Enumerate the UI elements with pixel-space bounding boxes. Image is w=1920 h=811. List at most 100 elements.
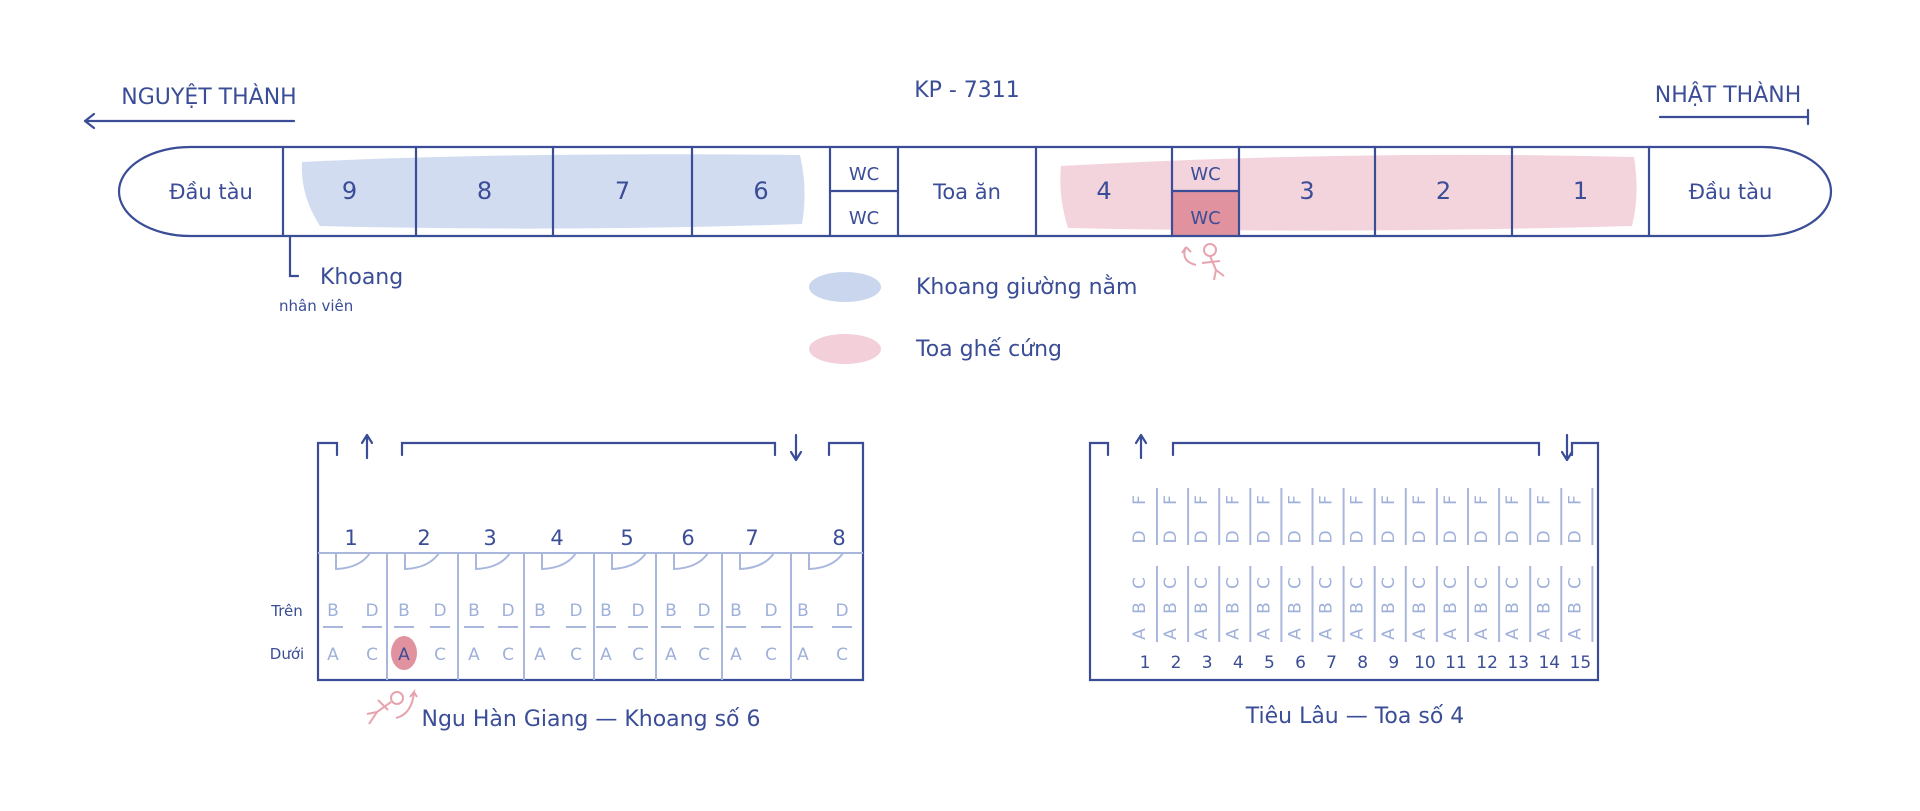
seat-B[interactable]: B bbox=[1254, 602, 1274, 614]
seat-A[interactable]: A bbox=[1286, 628, 1306, 640]
seat-D[interactable]: D bbox=[1565, 530, 1585, 543]
berth-upper-B: B bbox=[327, 601, 339, 621]
seat-A[interactable]: A bbox=[1379, 628, 1399, 640]
seat-A[interactable]: A bbox=[1254, 628, 1274, 640]
seat-D[interactable]: D bbox=[1286, 530, 1306, 543]
seat-D[interactable]: D bbox=[1348, 530, 1368, 543]
seat-B[interactable]: B bbox=[1410, 602, 1430, 614]
seat-B[interactable]: B bbox=[1565, 602, 1585, 614]
seat-F[interactable]: F bbox=[1441, 495, 1461, 505]
seat-F[interactable]: F bbox=[1503, 495, 1523, 505]
seat-D[interactable]: D bbox=[1503, 530, 1523, 543]
seat-A[interactable]: A bbox=[1317, 628, 1337, 640]
berth-lower-A[interactable]: A bbox=[600, 645, 612, 665]
seat-F[interactable]: F bbox=[1286, 495, 1306, 505]
seat-B[interactable]: B bbox=[1379, 602, 1399, 614]
seat-C[interactable]: C bbox=[1379, 577, 1399, 589]
seat-F[interactable]: F bbox=[1223, 495, 1243, 505]
berth-lower-A[interactable]: A bbox=[327, 645, 339, 665]
seat-C[interactable]: C bbox=[1534, 577, 1554, 589]
seat-C[interactable]: C bbox=[1130, 577, 1150, 589]
seat-C[interactable]: C bbox=[1317, 577, 1337, 589]
seat-A[interactable]: A bbox=[1441, 628, 1461, 640]
door-icon bbox=[673, 552, 709, 571]
compartment-number: 7 bbox=[745, 526, 758, 550]
seat-D[interactable]: D bbox=[1254, 530, 1274, 543]
car-hard_seat-label: 4 bbox=[1096, 177, 1111, 205]
seat-F[interactable]: F bbox=[1161, 495, 1181, 505]
seat-B[interactable]: B bbox=[1130, 602, 1150, 614]
berth-lower-A[interactable]: A bbox=[398, 645, 410, 665]
seat-F[interactable]: F bbox=[1317, 495, 1337, 505]
berth-lower-A[interactable]: A bbox=[534, 645, 546, 665]
seat-F[interactable]: F bbox=[1534, 495, 1554, 505]
berth-lower-A[interactable]: A bbox=[665, 645, 677, 665]
berth-lower-A[interactable]: A bbox=[797, 645, 809, 665]
berth-lower-A[interactable]: A bbox=[468, 645, 480, 665]
seat-D[interactable]: D bbox=[1161, 530, 1181, 543]
seat-A[interactable]: A bbox=[1348, 628, 1368, 640]
berth-lower-C[interactable]: C bbox=[836, 645, 848, 665]
seat-A[interactable]: A bbox=[1161, 628, 1181, 640]
seat-car-plan bbox=[1088, 433, 1600, 682]
seat-C[interactable]: C bbox=[1565, 577, 1585, 589]
seat-A[interactable]: A bbox=[1565, 628, 1585, 640]
seat-B[interactable]: B bbox=[1286, 602, 1306, 614]
seat-B[interactable]: B bbox=[1348, 602, 1368, 614]
seat-D[interactable]: D bbox=[1317, 530, 1337, 543]
seat-A[interactable]: A bbox=[1410, 628, 1430, 640]
seat-A[interactable]: A bbox=[1223, 628, 1243, 640]
seat-A[interactable]: A bbox=[1472, 628, 1492, 640]
berth-lower-A[interactable]: A bbox=[730, 645, 742, 665]
berth-lower-C[interactable]: C bbox=[632, 645, 644, 665]
seat-B[interactable]: B bbox=[1534, 602, 1554, 614]
seat-F[interactable]: F bbox=[1254, 495, 1274, 505]
seat-D[interactable]: D bbox=[1472, 530, 1492, 543]
arrow-left-icon bbox=[83, 112, 296, 130]
seat-B[interactable]: B bbox=[1503, 602, 1523, 614]
seat-F[interactable]: F bbox=[1130, 495, 1150, 505]
berth-lower-C[interactable]: C bbox=[502, 645, 514, 665]
seat-B[interactable]: B bbox=[1317, 602, 1337, 614]
seat-C[interactable]: C bbox=[1192, 577, 1212, 589]
seat-D[interactable]: D bbox=[1379, 530, 1399, 543]
seat-F[interactable]: F bbox=[1348, 495, 1368, 505]
seat-B[interactable]: B bbox=[1161, 602, 1181, 614]
seat-F[interactable]: F bbox=[1379, 495, 1399, 505]
seat-F[interactable]: F bbox=[1192, 495, 1212, 505]
seat-C[interactable]: C bbox=[1286, 577, 1306, 589]
seat-C[interactable]: C bbox=[1348, 577, 1368, 589]
seat-B[interactable]: B bbox=[1192, 602, 1212, 614]
seat-C[interactable]: C bbox=[1472, 577, 1492, 589]
seat-A[interactable]: A bbox=[1192, 628, 1212, 640]
seat-A[interactable]: A bbox=[1130, 628, 1150, 640]
seat-D[interactable]: D bbox=[1441, 530, 1461, 543]
seat-C[interactable]: C bbox=[1254, 577, 1274, 589]
seat-F[interactable]: F bbox=[1410, 495, 1430, 505]
berth-lower-C[interactable]: C bbox=[765, 645, 777, 665]
seat-C[interactable]: C bbox=[1410, 577, 1430, 589]
seat-B[interactable]: B bbox=[1223, 602, 1243, 614]
seat-D[interactable]: D bbox=[1410, 530, 1430, 543]
seat-D[interactable]: D bbox=[1223, 530, 1243, 543]
seat-B[interactable]: B bbox=[1472, 602, 1492, 614]
berth-lower-C[interactable]: C bbox=[366, 645, 378, 665]
seat-B[interactable]: B bbox=[1441, 602, 1461, 614]
berth-lower-C[interactable]: C bbox=[434, 645, 446, 665]
seat-D[interactable]: D bbox=[1192, 530, 1212, 543]
berth-lower-C[interactable]: C bbox=[570, 645, 582, 665]
seat-A[interactable]: A bbox=[1503, 628, 1523, 640]
seat-F[interactable]: F bbox=[1472, 495, 1492, 505]
berth-lower-C[interactable]: C bbox=[698, 645, 710, 665]
seat-D[interactable]: D bbox=[1534, 530, 1554, 543]
seat-C[interactable]: C bbox=[1503, 577, 1523, 589]
seat-A[interactable]: A bbox=[1534, 628, 1554, 640]
seat-C[interactable]: C bbox=[1441, 577, 1461, 589]
seat-D[interactable]: D bbox=[1130, 530, 1150, 543]
seat-F[interactable]: F bbox=[1565, 495, 1585, 505]
seat-C[interactable]: C bbox=[1223, 577, 1243, 589]
seat-C[interactable]: C bbox=[1161, 577, 1181, 589]
